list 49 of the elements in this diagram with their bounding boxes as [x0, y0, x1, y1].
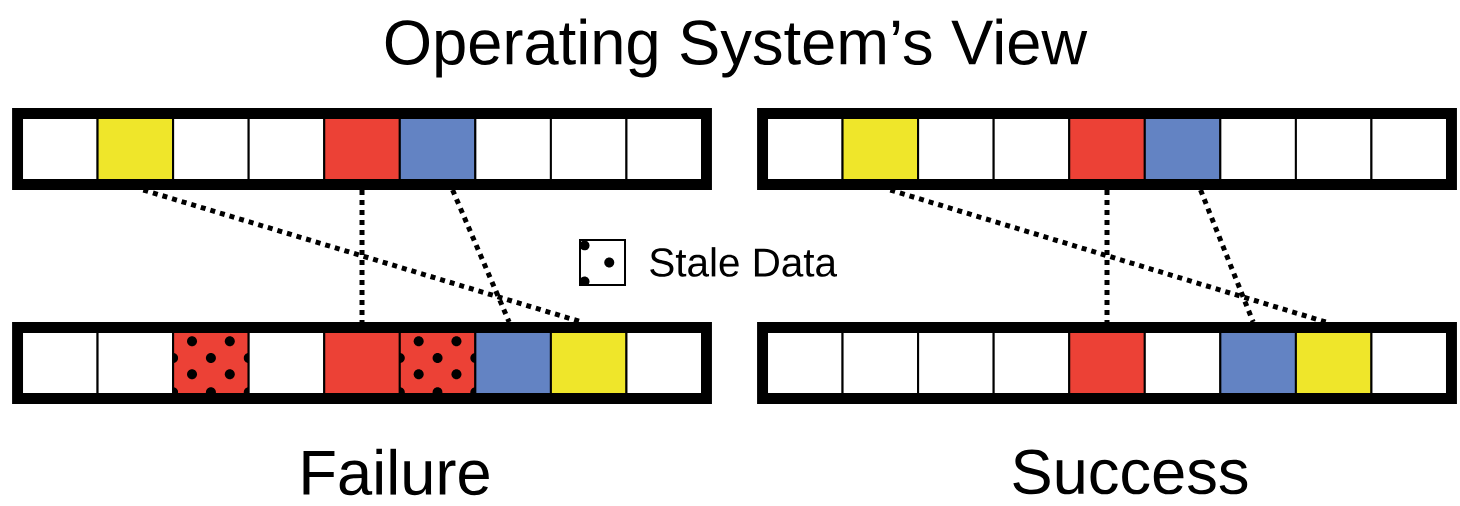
- memory-cell: [96, 331, 175, 395]
- memory-cell: [1370, 331, 1448, 395]
- memory-cell: [549, 117, 628, 181]
- memory-cell: [21, 117, 99, 181]
- stale-memory-cell: [398, 331, 477, 395]
- memory-cell: [841, 331, 920, 395]
- dotted-line: [889, 187, 1327, 325]
- memory-cell: [1143, 117, 1222, 181]
- memory-cell: [1068, 117, 1146, 181]
- memory-cell: [1219, 117, 1297, 181]
- memory-row: [757, 108, 1457, 190]
- panel-label: Success: [1013, 449, 1248, 495]
- stale-memory-cell: [172, 331, 250, 395]
- memory-cell: [21, 331, 99, 395]
- memory-cell: [1143, 331, 1222, 395]
- dotted-line: [1104, 190, 1110, 322]
- memory-cell: [766, 117, 844, 181]
- memory-cell: [625, 331, 703, 395]
- memory-cell: [398, 117, 477, 181]
- memory-cell: [96, 117, 175, 181]
- dotted-line: [359, 190, 365, 322]
- memory-cell: [841, 117, 920, 181]
- memory-row: [12, 108, 712, 190]
- memory-cell: [247, 331, 326, 395]
- memory-cell: [1294, 117, 1373, 181]
- memory-cell: [247, 117, 326, 181]
- memory-cell: [1370, 117, 1448, 181]
- dotted-line: [450, 189, 512, 323]
- dotted-line: [1198, 189, 1256, 323]
- memory-cell: [474, 117, 552, 181]
- memory-row: [757, 322, 1457, 404]
- memory-cell: [323, 117, 401, 181]
- memory-cell: [917, 331, 995, 395]
- memory-cell: [1294, 331, 1373, 395]
- memory-cell: [992, 331, 1071, 395]
- memory-cell: [766, 331, 844, 395]
- memory-cell: [323, 331, 401, 395]
- memory-cell: [172, 117, 250, 181]
- memory-cell: [625, 117, 703, 181]
- memory-cell: [917, 117, 995, 181]
- memory-cell: [1068, 331, 1146, 395]
- title: Operating System’s View: [385, 18, 1088, 78]
- memory-cell: [1219, 331, 1297, 395]
- memory-cell: [992, 117, 1071, 181]
- memory-cell: [549, 331, 628, 395]
- memory-row: [12, 322, 712, 404]
- memory-cell: [474, 331, 552, 395]
- legend-label: Stale Data: [650, 247, 837, 277]
- panel-label: Failure: [303, 448, 489, 496]
